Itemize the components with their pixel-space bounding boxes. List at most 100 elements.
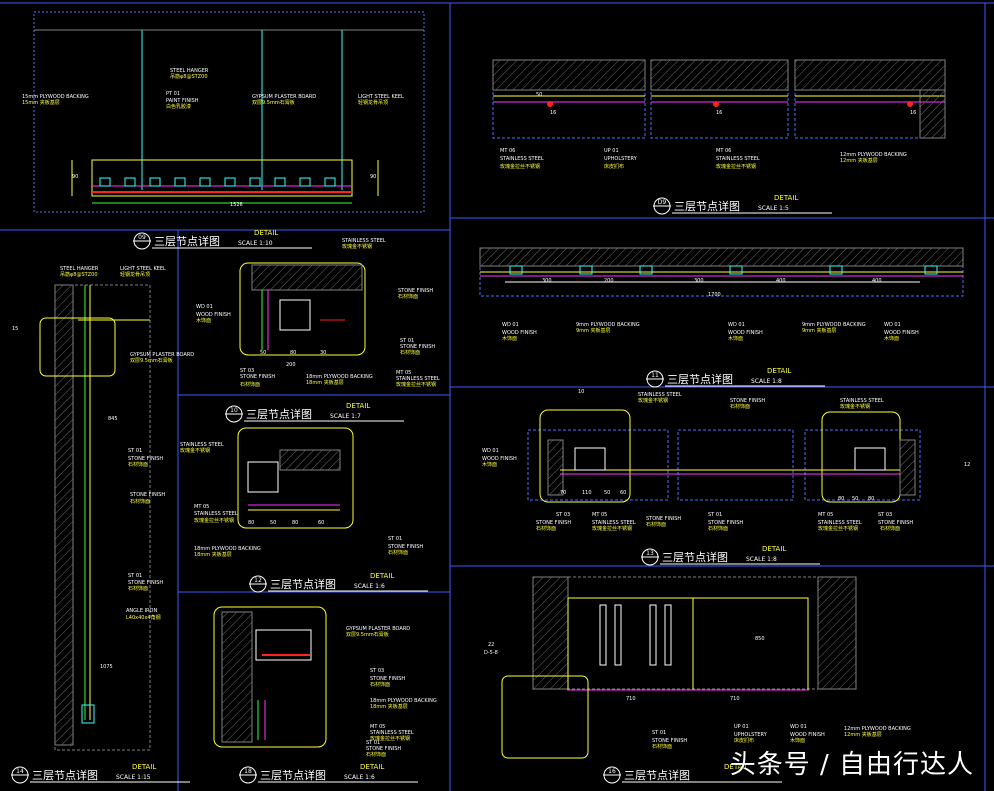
material-label: 石材饰面 <box>646 521 666 528</box>
concrete-slab <box>794 59 946 91</box>
material-label: STONE FINISH <box>652 738 687 744</box>
material-label: 12mm 夹板基层 <box>840 157 878 164</box>
material-label: LIGHT STEEL KEEL <box>358 94 404 100</box>
material-label: 12 <box>964 462 970 468</box>
title-detail: DETAIL <box>254 229 278 237</box>
material-label: 15mm 夹板基层 <box>22 99 60 106</box>
drawing-rect <box>899 439 916 496</box>
material-label: 60 <box>620 490 626 496</box>
material-label: 18mm PLYWOOD BACKING <box>194 546 261 552</box>
nail-marker <box>713 101 719 107</box>
keel-section <box>324 177 336 187</box>
material-label: WOOD FINISH <box>502 330 537 336</box>
material-label: ST 03 <box>878 512 892 518</box>
material-label: 玫瑰金拉丝不锈钢 <box>500 163 540 170</box>
material-label: 木饰面 <box>884 335 899 342</box>
material-label: ST 01 <box>652 730 666 736</box>
material-label: 玫瑰金不锈钢 <box>342 243 372 250</box>
concrete-wall <box>54 284 74 746</box>
material-label: 吊筋φ8@STZ00 <box>170 73 208 80</box>
callout-13-left <box>539 409 631 503</box>
material-label: MT 05 <box>370 724 385 730</box>
drawing-rect <box>547 439 564 496</box>
material-label: 石材饰面 <box>880 525 900 532</box>
material-label: WD 01 <box>502 322 519 328</box>
title-text: 三层节点详图 <box>662 550 728 564</box>
drawing-rect <box>854 447 886 471</box>
material-label: 双层9.5mm石膏板 <box>252 99 295 106</box>
material-label: 木饰面 <box>502 335 517 342</box>
material-label: 玫瑰金不锈钢 <box>180 447 210 454</box>
material-label: WOOD FINISH <box>196 312 231 318</box>
title-text: 三层节点详图 <box>270 577 336 591</box>
material-label: 吊筋φ8@STZ00 <box>60 271 98 278</box>
material-label: 石材饰面 <box>388 549 408 556</box>
material-label: STAINLESS STEEL <box>638 392 682 398</box>
material-label: STEEL HANGER <box>170 68 209 74</box>
drawing-rect <box>574 447 606 471</box>
material-label: 50 <box>260 350 266 356</box>
material-label: GYPSUM PLASTER BOARD <box>252 94 316 100</box>
title-number: 16 <box>608 768 616 775</box>
drawing-rect <box>251 264 363 291</box>
material-label: 9mm PLYWOOD BACKING <box>576 322 640 328</box>
material-label: 木饰面 <box>482 461 497 468</box>
material-label: WD 01 <box>884 322 901 328</box>
material-label: 12mm PLYWOOD BACKING <box>840 152 907 158</box>
material-label: 18mm 夹板基层 <box>194 551 232 558</box>
material-label: STAINLESS STEEL <box>716 156 760 162</box>
title-detail: DETAIL <box>724 763 748 771</box>
material-label: 90 <box>370 174 376 180</box>
material-label: MT 06 <box>716 148 731 154</box>
material-label: 1700 <box>708 292 721 298</box>
material-label: STONE FINISH <box>130 492 165 498</box>
panel-d9-viewport <box>650 59 789 139</box>
material-label: STONE FINISH <box>128 580 163 586</box>
material-label: 10 <box>578 389 584 395</box>
material-label: MT 05 <box>396 370 411 376</box>
material-label: LIGHT STEEL KEEL <box>120 266 166 272</box>
material-label: STAINLESS STEEL <box>818 520 862 526</box>
material-label: 石材饰面 <box>400 349 420 356</box>
callout-18 <box>213 606 327 748</box>
title-scale: SCALE 1:6 <box>354 583 385 590</box>
material-label: MT 05 <box>818 512 833 518</box>
material-label: WD 01 <box>728 322 745 328</box>
material-label: 80 <box>292 520 298 526</box>
material-label: STONE FINISH <box>400 344 435 350</box>
material-label: 玫瑰金拉丝不锈钢 <box>818 525 858 532</box>
title-number: 14 <box>16 768 24 775</box>
drawing-rect <box>221 611 253 743</box>
drawing-rect <box>579 265 593 275</box>
keel-section <box>174 177 186 187</box>
material-label: D-5-8 <box>484 650 498 656</box>
material-label: WOOD FINISH <box>884 330 919 336</box>
title-number: 11 <box>651 372 659 379</box>
drawing-rect <box>532 576 569 690</box>
material-label: 50 <box>536 92 542 98</box>
drawing-rect <box>639 265 653 275</box>
drawing-rect <box>479 247 964 267</box>
material-label: STAINLESS STEEL <box>180 442 224 448</box>
material-label: 玫瑰金不锈钢 <box>638 397 668 404</box>
title-detail: DETAIL <box>370 572 394 580</box>
keel-section <box>224 177 236 187</box>
material-label: 石材饰面 <box>130 498 150 505</box>
title-number: 13 <box>646 550 654 557</box>
material-label: MT 05 <box>592 512 607 518</box>
material-label: STONE FINISH <box>240 374 275 380</box>
material-label: WD 01 <box>196 304 213 310</box>
title-scale: SCALE 1:7 <box>330 413 361 420</box>
material-label: 石材饰面 <box>128 461 148 468</box>
material-label: ST 01 <box>128 573 142 579</box>
drawing-rect <box>649 604 657 666</box>
title-text: 三层节点详图 <box>624 768 690 782</box>
material-label: 木饰面 <box>196 317 211 324</box>
material-label: ST 03 <box>370 668 384 674</box>
title-text: 三层节点详图 <box>32 768 98 782</box>
title-scale: SCALE 1:10 <box>238 240 273 247</box>
material-label: 18mm PLYWOOD BACKING <box>370 698 437 704</box>
material-label: 30 <box>320 350 326 356</box>
material-label: 12mm PLYWOOD BACKING <box>844 726 911 732</box>
